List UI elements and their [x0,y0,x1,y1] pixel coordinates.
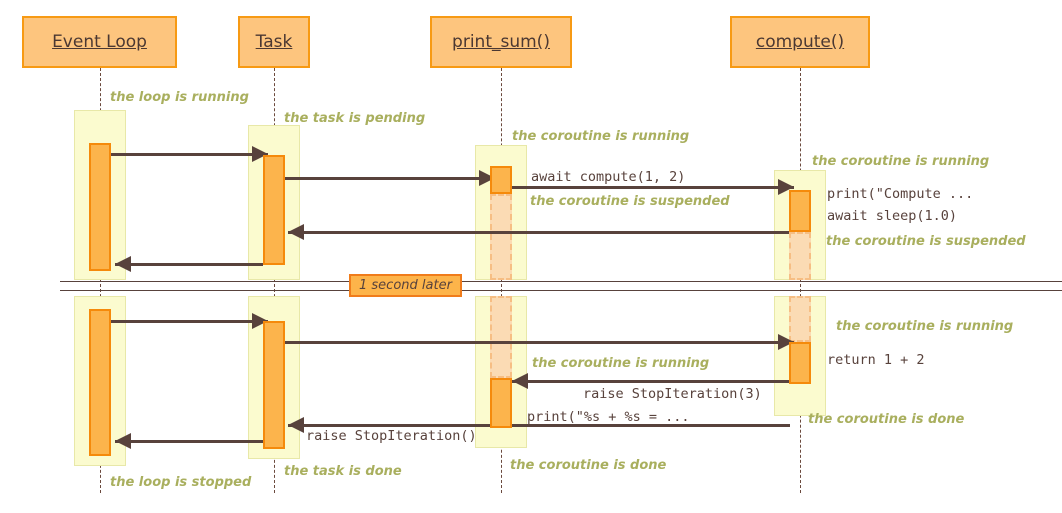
activation-bar-running [89,143,111,271]
activation-bar-running [789,342,811,384]
activation-bar-suspended [490,194,512,280]
activation-bar-running [789,190,811,232]
message-line [284,341,794,344]
participant-event-loop[interactable]: Event Loop [22,16,177,68]
message-line [110,320,268,323]
lifeline-event-loop [100,68,101,493]
arrowhead-left-icon [288,224,304,240]
message-line [511,186,794,189]
note-loop-running: the loop is running [110,90,249,105]
code-raise-stopiteration: raise StopIteration() [306,428,477,444]
activation-bar-running [89,309,111,456]
message-line [284,177,495,180]
arrowhead-left-icon [288,417,304,433]
code-print-sum-result: print("%s + %s = ... [527,409,690,425]
code-await-compute: await compute(1, 2) [531,169,686,185]
message-line [288,231,789,234]
note-printsum-running-1: the coroutine is running [512,129,690,144]
message-line [110,153,268,156]
arrowhead-left-icon [115,256,131,272]
activation-bar-suspended [490,296,512,378]
note-compute-running-1: the coroutine is running [812,154,990,169]
activation-bar-running [490,166,512,194]
note-compute-suspended: the coroutine is suspended [826,234,1026,249]
lifeline-task [274,68,275,493]
note-compute-done: the coroutine is done [808,412,965,427]
code-await-sleep: await sleep(1.0) [827,208,958,224]
activation-bar-suspended [789,296,811,342]
delay-divider-line-top [60,281,1062,282]
code-print-compute: print("Compute ... [827,186,974,202]
lifeline-print-sum [501,68,502,493]
activation-bar-running [490,378,512,428]
activation-bar-running [263,321,285,449]
message-line [115,263,263,266]
arrowhead-left-icon [512,373,528,389]
code-raise-stopiteration-3: raise StopIteration(3) [583,386,762,402]
note-printsum-running-2: the coroutine is running [532,356,710,371]
delay-label: 1 second later [349,274,462,297]
delay-divider-line-bottom [60,290,1062,291]
participant-compute[interactable]: compute() [730,16,870,68]
participant-label: Task [255,32,293,52]
participant-label: Event Loop [52,32,147,52]
activation-bar-running [263,155,285,265]
note-task-pending: the task is pending [284,111,426,126]
note-printsum-suspended: the coroutine is suspended [530,194,730,209]
message-line [288,424,790,427]
message-line [115,440,263,443]
note-loop-stopped: the loop is stopped [110,475,252,490]
participant-label: print_sum() [452,32,550,52]
participant-print-sum[interactable]: print_sum() [430,16,572,68]
participant-label: compute() [755,32,845,52]
code-return: return 1 + 2 [827,352,925,368]
note-compute-running-2: the coroutine is running [836,319,1014,334]
note-printsum-done: the coroutine is done [510,458,667,473]
arrowhead-left-icon [115,433,131,449]
activation-bar-suspended [789,232,811,280]
message-line [512,380,789,383]
note-task-done: the task is done [284,464,402,479]
participant-task[interactable]: Task [238,16,310,68]
lifeline-compute [800,68,801,493]
